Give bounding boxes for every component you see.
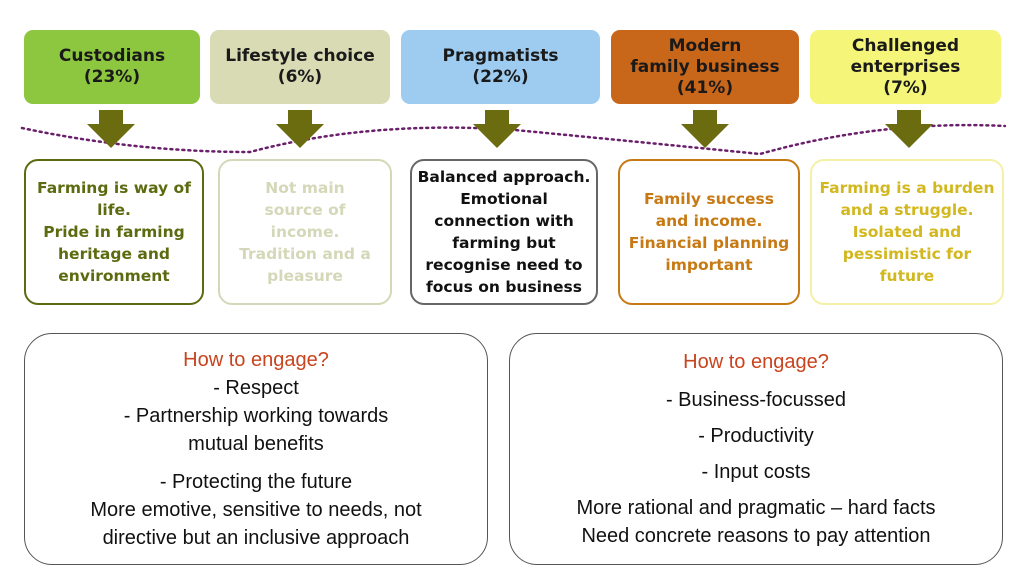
description-pragmatists: Balanced approach. Emotional connection wi… — [410, 159, 598, 305]
description-line: pleasure — [267, 267, 343, 285]
segment-name: Lifestyle choice — [225, 46, 375, 66]
segment-percent: (41%) — [676, 77, 734, 98]
engage-line: - Partnership working towards — [123, 405, 389, 427]
description-line: and income. — [655, 212, 763, 230]
down-arrow-icon — [681, 110, 729, 148]
engage-line: More rational and pragmatic – hard facts — [576, 497, 936, 519]
description-line: future — [879, 267, 935, 285]
engage-panel-right: How to engage? - Business-focussed - Pro… — [509, 333, 1003, 565]
description-line: Family success — [643, 190, 775, 208]
description-lifestyle-choice: Not main source of income. Tradition and a p… — [218, 159, 392, 305]
description-line: connection with — [434, 212, 574, 230]
segment-modern-family-business: Modern family business (41%) — [611, 30, 799, 104]
description-line: Pride in farming — [43, 223, 185, 241]
segment-name-line1: Challenged — [851, 35, 960, 56]
description-line: important — [665, 256, 753, 274]
segment-percent: (22%) — [472, 67, 529, 87]
description-line: farming but — [452, 234, 556, 252]
segment-name-line1: Modern — [668, 35, 742, 56]
description-line: Financial planning — [628, 234, 790, 252]
segment-name: Custodians — [58, 46, 166, 66]
description-line: Farming is way of — [37, 179, 191, 197]
description-line: income. — [270, 223, 340, 241]
dotted-wave-line — [20, 123, 1007, 156]
description-line: Farming is a burden — [819, 179, 995, 197]
engage-line: - Business-focussed — [665, 389, 847, 411]
description-line: heritage and — [58, 245, 170, 263]
description-line: and a struggle. — [840, 201, 974, 219]
down-arrow-icon — [885, 110, 933, 148]
engage-line: - Input costs — [701, 461, 811, 483]
engage-line: - Protecting the future — [159, 471, 353, 493]
description-line: recognise need to — [425, 256, 583, 274]
description-line: pessimistic for — [842, 245, 972, 263]
segment-percent: (6%) — [277, 67, 323, 87]
segment-lifestyle-choice: Lifestyle choice (6%) — [210, 30, 390, 104]
description-custodians: Farming is way of life. Pride in farming he… — [24, 159, 204, 305]
segment-pragmatists: Pragmatists (22%) — [401, 30, 600, 104]
down-arrow-icon — [473, 110, 521, 148]
description-line: focus on business — [426, 278, 582, 296]
description-line: environment — [58, 267, 170, 285]
arrow-icons — [87, 110, 933, 148]
engage-line: - Respect — [213, 377, 299, 399]
down-arrow-icon — [276, 110, 324, 148]
engage-panel-left: How to engage? - Respect - Partnership w… — [24, 333, 488, 565]
engage-heading: How to engage? — [683, 351, 829, 373]
description-modern-family-business: Family success and income. Financial plann… — [618, 159, 800, 305]
segment-name-line2: family business — [630, 56, 780, 77]
description-line: Balanced approach. — [417, 168, 591, 186]
segment-challenged-enterprises: Challenged enterprises (7%) — [810, 30, 1001, 104]
engage-line: mutual benefits — [188, 433, 324, 455]
description-line: Not main — [265, 179, 345, 197]
description-line: life. — [97, 201, 131, 219]
engage-heading: How to engage? — [183, 349, 329, 371]
description-line: Isolated and — [852, 223, 962, 241]
segment-percent: (7%) — [883, 77, 928, 98]
description-line: source of — [264, 201, 346, 219]
description-line: Emotional — [460, 190, 548, 208]
description-challenged-enterprises: Farming is a burden and a struggle. Isolat… — [810, 159, 1004, 305]
down-arrow-icon — [87, 110, 135, 148]
segment-name-line2: enterprises — [850, 56, 961, 77]
engage-line: directive but an inclusive approach — [102, 527, 410, 549]
description-line: Tradition and a — [239, 245, 371, 263]
segment-name: Pragmatists — [442, 46, 559, 66]
engage-line: More emotive, sensitive to needs, not — [90, 499, 422, 521]
engage-line: Need concrete reasons to pay attention — [581, 525, 931, 547]
engage-line: - Productivity — [698, 425, 814, 447]
segment-percent: (23%) — [83, 67, 141, 87]
segment-custodians: Custodians (23%) — [24, 30, 200, 104]
